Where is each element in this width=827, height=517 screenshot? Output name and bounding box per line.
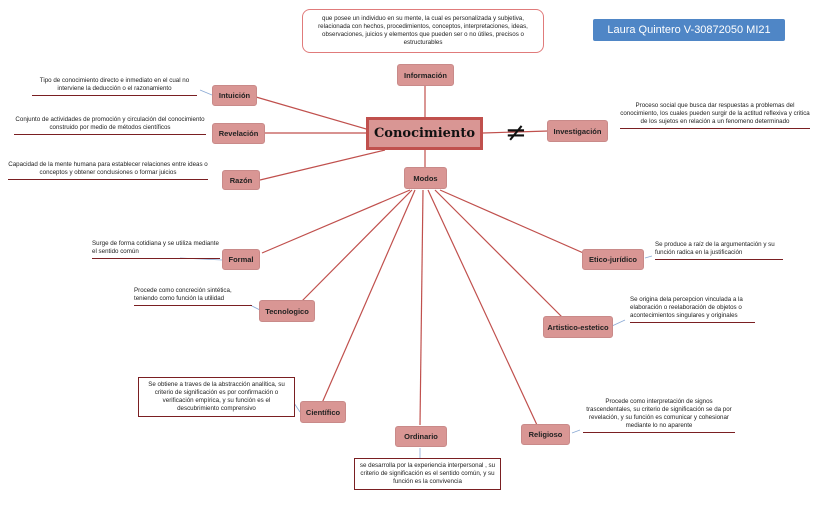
node-cientifico[interactable]: Científico xyxy=(300,401,346,423)
note-informacion: que posee un individuo en su mente, la c… xyxy=(302,9,544,53)
note-intuicion: Tipo de conocimiento directo e inmediato… xyxy=(32,77,197,96)
node-modos[interactable]: Modos xyxy=(404,167,447,189)
note-ordinario: se desarrolla por la experiencia interpe… xyxy=(354,458,501,490)
node-investigacion[interactable]: Investigación xyxy=(547,120,608,142)
node-razon[interactable]: Razón xyxy=(222,170,260,190)
node-informacion[interactable]: Información xyxy=(397,64,454,86)
note-razon: Capacidad de la mente humana para establ… xyxy=(8,161,208,180)
node-ordinario[interactable]: Ordinario xyxy=(395,426,447,447)
not-equal-symbol: ≠ xyxy=(505,118,527,148)
node-tecnologico[interactable]: Tecnologico xyxy=(259,300,315,322)
note-cientifico: Se obtiene a traves de la abstracción an… xyxy=(138,377,295,417)
note-formal: Surge de forma cotidiana y se utiliza me… xyxy=(92,240,220,259)
note-etico-juridico: Se produce a raíz de la argumentación y … xyxy=(655,241,783,260)
central-node-conocimiento[interactable]: Conocimiento xyxy=(366,117,483,150)
node-etico-juridico[interactable]: Etico-jurídico xyxy=(582,249,644,270)
node-intuicion[interactable]: Intuición xyxy=(212,85,257,106)
note-tecnologico: Procede como concreción sintética, tenie… xyxy=(134,287,252,306)
note-artistico-estetico: Se origina dela percepcion vinculada a l… xyxy=(630,296,755,323)
node-religioso[interactable]: Religioso xyxy=(521,424,570,445)
node-artistico-estetico[interactable]: Artistico-estetico xyxy=(543,316,613,338)
note-investigacion: Proceso social que busca dar respuestas … xyxy=(620,102,810,129)
node-formal[interactable]: Formal xyxy=(222,249,260,270)
note-revelacion: Conjunto de actividades de promoción y c… xyxy=(14,116,206,135)
author-label: Laura Quintero V-30872050 MI21 xyxy=(593,19,785,41)
note-religioso: Procede como interpretación de signos tr… xyxy=(583,398,735,433)
node-revelacion[interactable]: Revelación xyxy=(212,123,265,144)
